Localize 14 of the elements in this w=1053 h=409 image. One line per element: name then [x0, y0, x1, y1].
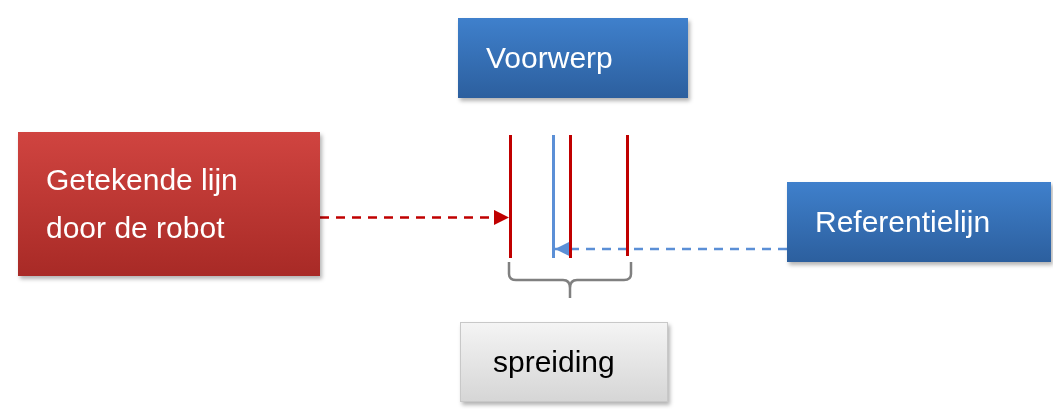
- box-label: Referentielijn: [815, 205, 991, 239]
- process-box: [458, 18, 688, 98]
- line-marker: [552, 135, 555, 258]
- box-label: Getekende lijn door de robot: [46, 162, 239, 246]
- label-box: [460, 322, 668, 402]
- arrow: [555, 241, 787, 257]
- line-marker: [626, 135, 629, 256]
- line-marker: [569, 135, 572, 258]
- box-label: spreiding: [493, 345, 615, 379]
- arrow: [320, 209, 509, 225]
- process-box: [787, 182, 1051, 262]
- process-box: [18, 132, 320, 276]
- line-marker: [509, 135, 512, 258]
- box-label: Voorwerp: [486, 41, 613, 75]
